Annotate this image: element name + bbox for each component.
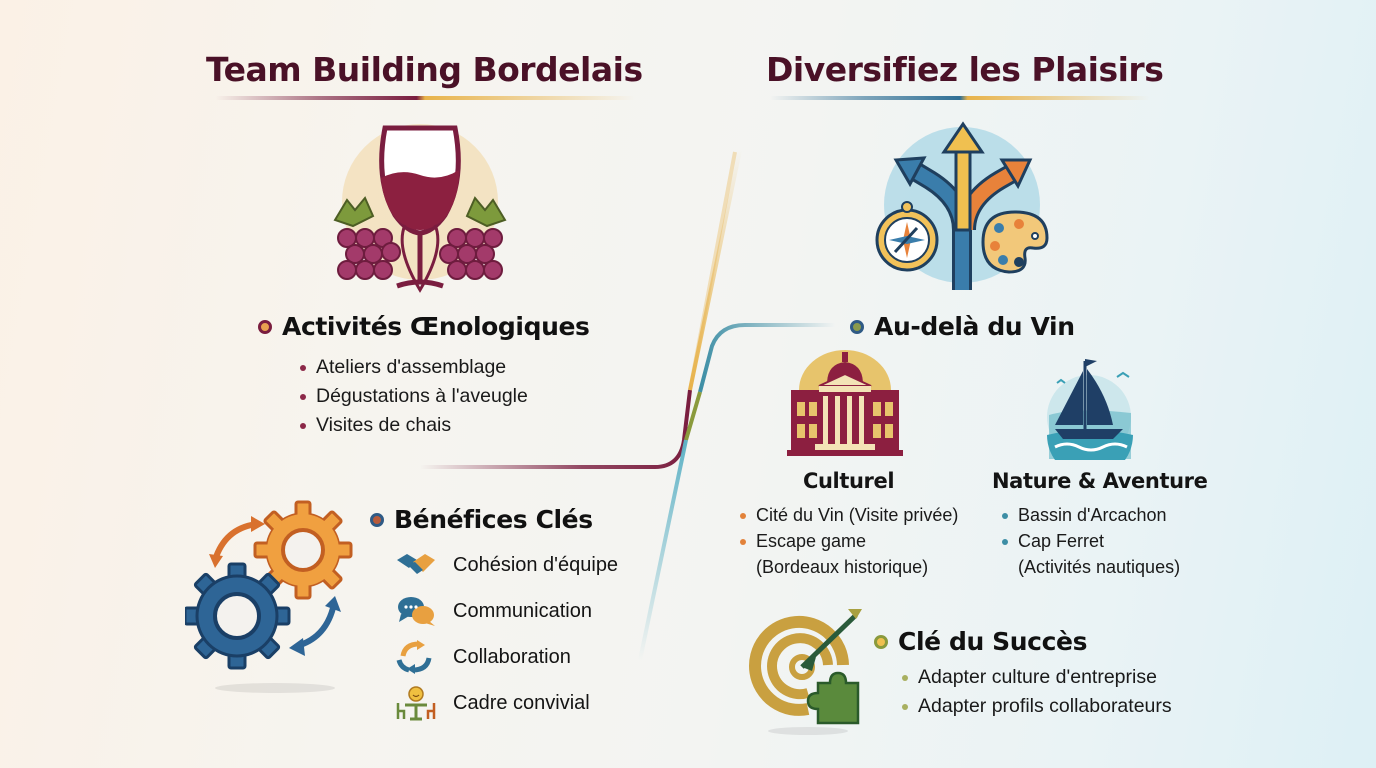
table-chairs-smiley-icon xyxy=(396,686,436,721)
oenology-heading: Activités Œnologiques xyxy=(258,312,590,341)
list-item: Adapter culture d'entreprise xyxy=(902,663,1172,692)
list-item: Visites de chais xyxy=(300,411,528,440)
cultural-heading: Culturel xyxy=(803,469,895,493)
chat-bubbles-icon xyxy=(398,597,435,626)
success-list: Adapter culture d'entreprise Adapter pro… xyxy=(902,663,1172,721)
benefits-list: Cohésion d'équipe Communication Collabor… xyxy=(395,542,618,726)
list-item: (Activités nautiques) xyxy=(1018,557,1181,577)
list-item: Adapter profils collaborateurs xyxy=(902,692,1172,721)
gears-icon xyxy=(185,500,353,693)
list-item: (Bordeaux historique) xyxy=(756,557,929,577)
museum-building-icon xyxy=(787,350,903,456)
left-title-underline xyxy=(215,96,635,100)
success-heading: Clé du Succès xyxy=(874,627,1087,656)
sailboat-icon xyxy=(1047,359,1133,460)
section-bullet-icon xyxy=(874,634,888,649)
nature-list: Bassin d'Arcachon Cap Ferret (Activités … xyxy=(1002,502,1180,580)
bullet-dot-icon xyxy=(902,704,908,710)
list-item: Dégustations à l'aveugle xyxy=(300,382,528,411)
bullet-dot-icon xyxy=(300,394,306,400)
cycle-arrows-icon xyxy=(396,640,432,674)
benefit-item: Cadre convivial xyxy=(395,680,618,726)
benefit-item: Communication xyxy=(395,588,618,634)
benefits-heading-label: Bénéfices Clés xyxy=(394,505,593,534)
section-bullet-icon xyxy=(850,319,864,334)
list-item: Bassin d'Arcachon xyxy=(1002,502,1180,528)
bullet-dot-icon xyxy=(300,365,306,371)
right-title-underline xyxy=(770,96,1150,100)
right-title: Diversifiez les Plaisirs xyxy=(766,50,1164,89)
handshake-icon xyxy=(397,554,435,574)
bullet-dot-icon xyxy=(1002,539,1008,545)
diverging-arrows-compass-palette-icon xyxy=(875,121,1049,290)
list-item: Cité du Vin (Visite privée) xyxy=(740,502,958,528)
wine-glass-grapes-icon xyxy=(333,124,507,293)
benefit-item: Cohésion d'équipe xyxy=(395,542,618,588)
left-title: Team Building Bordelais xyxy=(206,50,643,89)
list-item: Cap Ferret xyxy=(1002,528,1180,554)
bullet-dot-icon xyxy=(300,423,306,429)
bullet-dot-icon xyxy=(740,539,746,545)
cultural-list: Cité du Vin (Visite privée) Escape game … xyxy=(740,502,958,580)
list-item: Ateliers d'assemblage xyxy=(300,353,528,382)
list-item: Escape game xyxy=(740,528,958,554)
benefits-heading: Bénéfices Clés xyxy=(370,505,593,534)
bullet-dot-icon xyxy=(740,513,746,519)
oenology-heading-label: Activités Œnologiques xyxy=(282,312,590,341)
benefit-item: Collaboration xyxy=(395,634,618,680)
oenology-list: Ateliers d'assemblage Dégustations à l'a… xyxy=(300,353,528,440)
section-bullet-icon xyxy=(370,512,384,527)
bullet-dot-icon xyxy=(902,675,908,681)
bullet-dot-icon xyxy=(1002,513,1008,519)
success-heading-label: Clé du Succès xyxy=(898,627,1088,656)
target-arrow-puzzle-icon xyxy=(749,609,862,735)
nature-heading: Nature & Aventure xyxy=(992,469,1208,493)
section-bullet-icon xyxy=(258,319,272,334)
beyond-wine-heading: Au-delà du Vin xyxy=(850,312,1075,341)
beyond-wine-heading-label: Au-delà du Vin xyxy=(874,312,1075,341)
